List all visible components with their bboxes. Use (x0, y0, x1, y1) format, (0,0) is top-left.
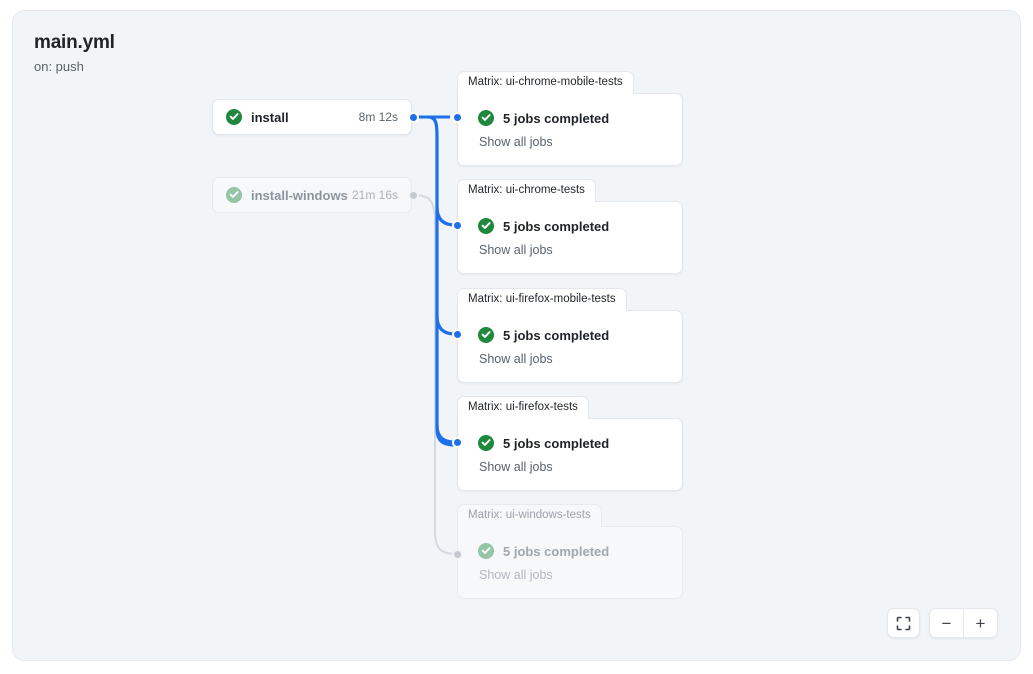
matrix-card-ui-firefox-mobile-tests[interactable]: Matrix: ui-firefox-mobile-tests 5 jobs c… (457, 288, 683, 383)
show-all-jobs-link[interactable]: Show all jobs (479, 568, 553, 582)
matrix-tab-label[interactable]: Matrix: ui-chrome-tests (457, 179, 596, 202)
trigger-subtitle: on: push (34, 59, 84, 74)
minus-icon: − (941, 613, 952, 633)
port-dot-install-windows-source[interactable] (408, 190, 419, 201)
port-dot-chrome-tests-target[interactable] (452, 220, 463, 231)
zoom-controls: − + (887, 608, 998, 638)
zoom-out-button[interactable]: − (930, 608, 963, 638)
edge-trunk (427, 115, 456, 447)
port-dot-windows-tests-target[interactable] (452, 549, 463, 560)
fit-group (887, 608, 920, 638)
matrix-summary-label: 5 jobs completed (503, 218, 610, 234)
matrix-card-ui-firefox-tests[interactable]: Matrix: ui-firefox-tests 5 jobs complete… (457, 396, 683, 491)
matrix-card-body: 5 jobs completed Show all jobs (457, 93, 683, 166)
graph-header: main.yml on: push (34, 31, 115, 77)
matrix-summary-label: 5 jobs completed (503, 435, 610, 451)
matrix-summary-row: 5 jobs completed (478, 327, 667, 343)
matrix-card-ui-chrome-mobile-tests[interactable]: Matrix: ui-chrome-mobile-tests 5 jobs co… (457, 71, 683, 166)
zoom-in-button[interactable]: + (964, 608, 997, 638)
job-duration-label: 8m 12s (358, 110, 398, 124)
fit-to-screen-icon (896, 616, 911, 630)
plus-icon: + (975, 613, 986, 633)
matrix-summary-row: 5 jobs completed (478, 543, 667, 559)
check-circle-success-icon (478, 435, 494, 451)
check-circle-success-icon (478, 218, 494, 234)
matrix-card-body: 5 jobs completed Show all jobs (457, 201, 683, 274)
matrix-summary-label: 5 jobs completed (503, 110, 610, 126)
port-dot-firefox-mobile-target[interactable] (452, 329, 463, 340)
matrix-card-ui-windows-tests[interactable]: Matrix: ui-windows-tests 5 jobs complete… (457, 504, 683, 599)
control-divider (963, 608, 964, 638)
show-all-jobs-link[interactable]: Show all jobs (479, 243, 553, 257)
matrix-tab-label[interactable]: Matrix: ui-firefox-mobile-tests (457, 288, 627, 311)
matrix-summary-row: 5 jobs completed (478, 435, 667, 451)
check-circle-success-icon (478, 543, 494, 559)
port-dot-chrome-mobile-target[interactable] (452, 112, 463, 123)
port-dot-firefox-tests-target[interactable] (452, 437, 463, 448)
zoom-group: − + (929, 608, 998, 638)
job-name-label: install-windows (251, 187, 348, 203)
matrix-summary-label: 5 jobs completed (503, 543, 610, 559)
graph-canvas[interactable]: main.yml on: push install 8m 12s (12, 10, 1021, 661)
fit-to-screen-button[interactable] (888, 608, 919, 638)
matrix-tab-label[interactable]: Matrix: ui-windows-tests (457, 504, 602, 527)
job-duration-label: 21m 16s (351, 188, 398, 202)
job-node-install[interactable]: install 8m 12s (212, 99, 412, 135)
page-title: main.yml (34, 32, 115, 53)
job-name-label: install (251, 109, 289, 125)
show-all-jobs-link[interactable]: Show all jobs (479, 460, 553, 474)
check-circle-success-icon (478, 327, 494, 343)
check-circle-success-icon (226, 109, 242, 125)
matrix-summary-row: 5 jobs completed (478, 110, 667, 126)
matrix-summary-row: 5 jobs completed (478, 218, 667, 234)
matrix-tab-label[interactable]: Matrix: ui-firefox-tests (457, 396, 589, 419)
show-all-jobs-link[interactable]: Show all jobs (479, 135, 553, 149)
check-circle-success-icon (226, 187, 242, 203)
matrix-card-body: 5 jobs completed Show all jobs (457, 310, 683, 383)
port-dot-install-source[interactable] (408, 112, 419, 123)
matrix-tab-label[interactable]: Matrix: ui-chrome-mobile-tests (457, 71, 634, 94)
matrix-card-body: 5 jobs completed Show all jobs (457, 526, 683, 599)
show-all-jobs-link[interactable]: Show all jobs (479, 352, 553, 366)
matrix-card-body: 5 jobs completed Show all jobs (457, 418, 683, 491)
edge-install-windows-to-windows-tests (412, 194, 458, 555)
job-node-install-windows[interactable]: install-windows 21m 16s (212, 177, 412, 213)
matrix-summary-label: 5 jobs completed (503, 327, 610, 343)
matrix-card-ui-chrome-tests[interactable]: Matrix: ui-chrome-tests 5 jobs completed… (457, 179, 683, 274)
check-circle-success-icon (478, 110, 494, 126)
